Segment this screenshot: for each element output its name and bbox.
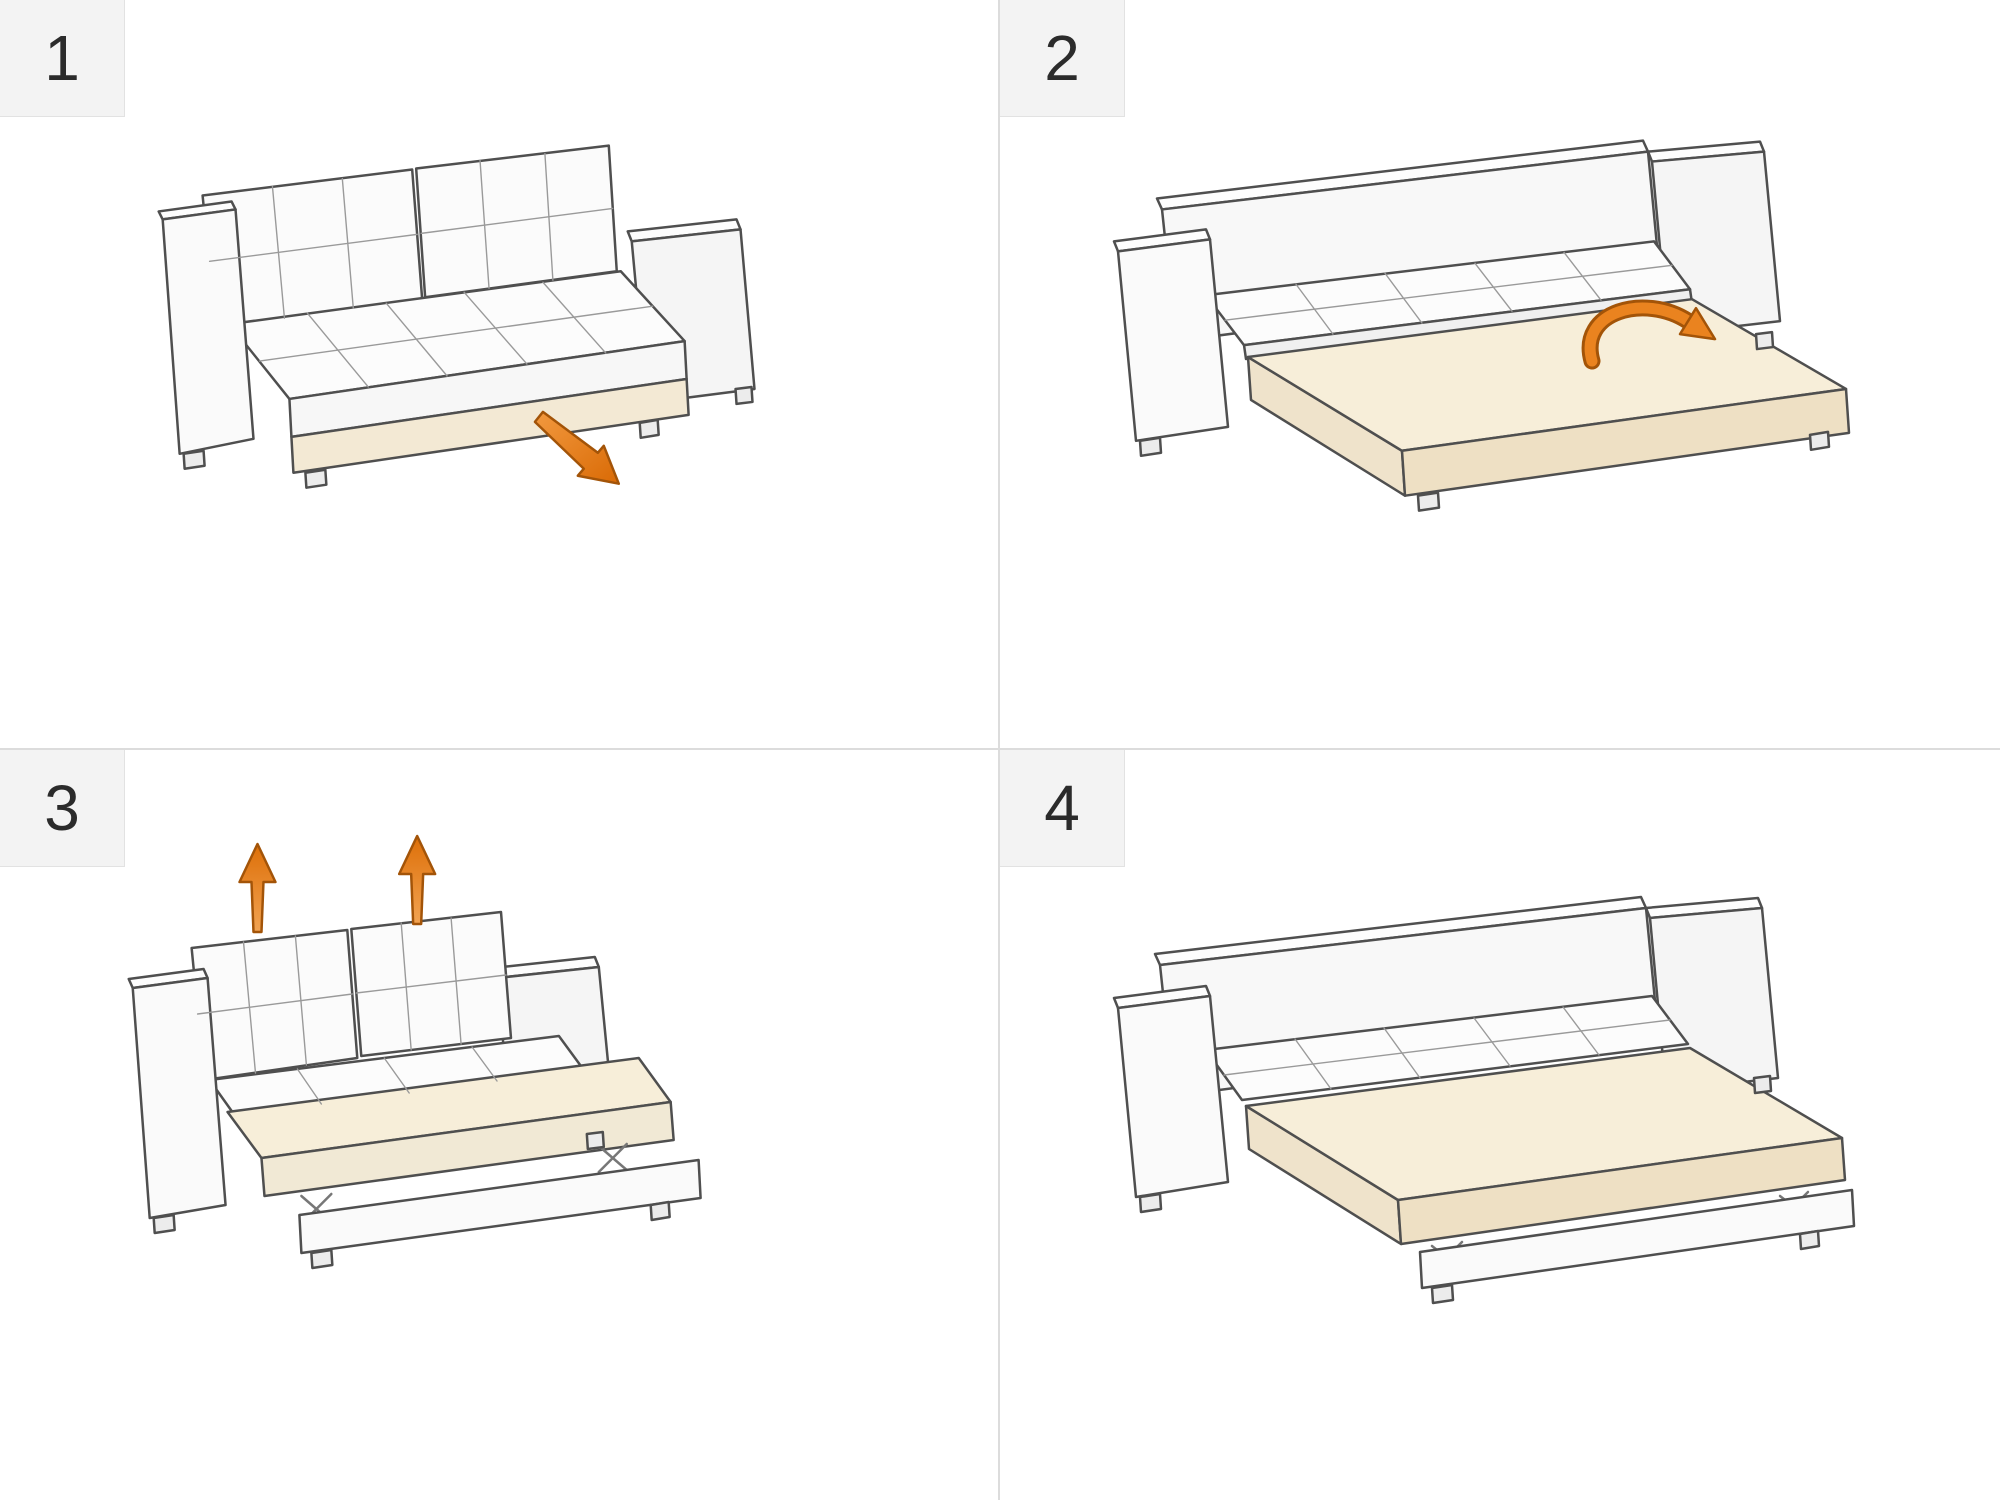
- step-panel-4: 4: [1000, 750, 2000, 1500]
- sofa-drawer-extended: [1112, 139, 1851, 512]
- base-rail: [298, 1158, 702, 1255]
- step-panel-3: 3: [0, 750, 1000, 1500]
- step-number-badge-4: 4: [1000, 750, 1125, 867]
- mattress-front: [1396, 1136, 1847, 1246]
- step-panel-1: 1: [0, 0, 1000, 750]
- base-rail-group: [1138, 1074, 1856, 1305]
- tufting-seams: [208, 152, 654, 388]
- step-number-2: 2: [1044, 22, 1080, 94]
- sofa-illustration-step-2-flip-platform: [1112, 139, 1851, 512]
- tufting-seams: [1223, 1006, 1671, 1090]
- tufting-seams: [1224, 251, 1673, 335]
- base-rail: [1418, 1188, 1856, 1290]
- step-number-badge-3: 3: [0, 750, 125, 867]
- sofa-bed-complete: [1112, 895, 1847, 1246]
- base-rail-group: [127, 967, 702, 1270]
- step-number-3: 3: [44, 772, 80, 844]
- platform-front: [1400, 387, 1851, 497]
- storage-drawer-front: [290, 377, 690, 474]
- pull-out-arrow-icon: [533, 410, 621, 485]
- step-panel-2: 2: [1000, 0, 2000, 750]
- sofa-illustration-step-1-pull-out: [157, 144, 756, 489]
- step-number-4: 4: [1044, 772, 1080, 844]
- lift-up-arrow-icon: [238, 834, 437, 934]
- sofa-illustration-step-3-raise-cushions: [127, 834, 702, 1270]
- mattress-front: [260, 1100, 675, 1198]
- sofa-bed-unfolding: [190, 910, 675, 1198]
- flip-over-arrow-icon: [1581, 299, 1717, 370]
- step-number-badge-1: 1: [0, 0, 125, 117]
- tufting-seams: [196, 917, 507, 1105]
- step-number-1: 1: [44, 22, 80, 94]
- step-number-badge-2: 2: [1000, 0, 1125, 117]
- sofa-closed: [157, 144, 756, 489]
- sofa-illustration-step-4-bed-ready: [1112, 895, 1856, 1305]
